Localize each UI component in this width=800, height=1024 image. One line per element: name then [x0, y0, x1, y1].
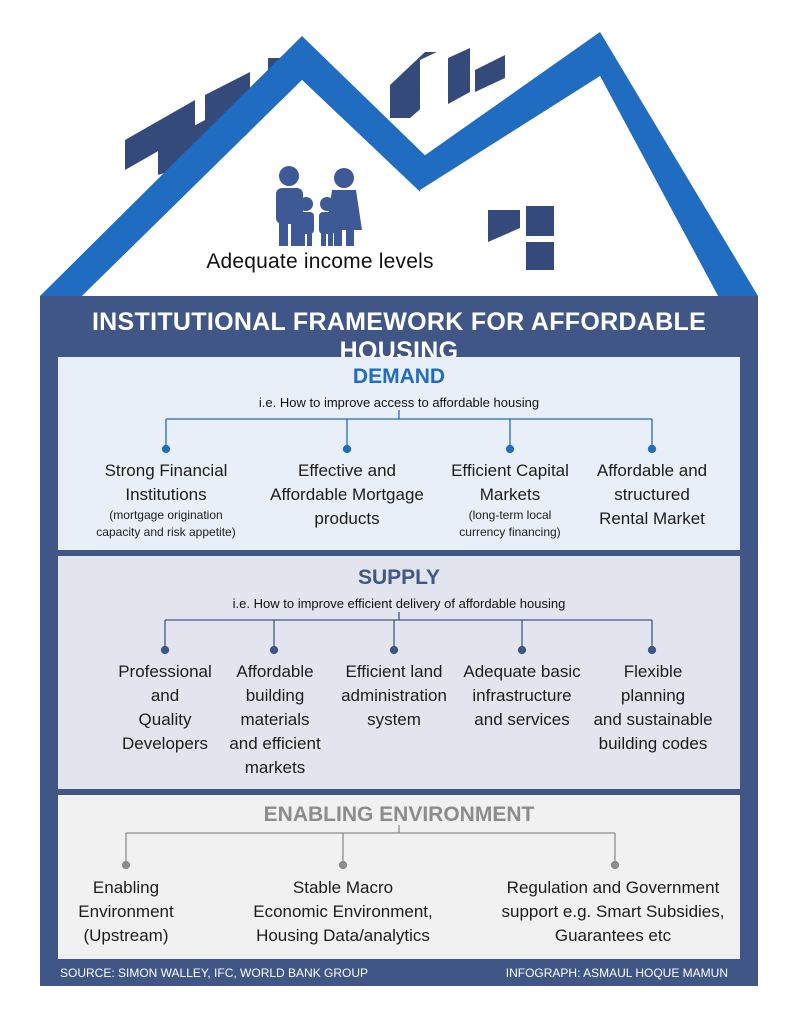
demand-node [505, 444, 515, 454]
supply-node [269, 645, 279, 655]
supply-node [160, 645, 170, 655]
supply-panel: SUPPLY i.e. How to improve efficient del… [58, 556, 740, 789]
window-icon [487, 206, 554, 270]
enabling-node [610, 860, 620, 870]
supply-connector-tree [160, 612, 657, 655]
demand-node [161, 444, 171, 454]
demand-node [647, 444, 657, 454]
demand-connector-tree [161, 410, 657, 454]
infograph-credit: INFOGRAPH: ASMAUL HOQUE MAMUN [505, 966, 728, 980]
demand-title: DEMAND [352, 365, 446, 388]
supply-node [647, 645, 657, 655]
enabling-connector-tree [121, 825, 620, 870]
roof-illustration [40, 32, 758, 296]
enabling-node [121, 860, 131, 870]
family-icon [276, 166, 362, 246]
source-credit: SOURCE: SIMON WALLEY, IFC, WORLD BANK GR… [60, 966, 369, 980]
supply-node [389, 645, 399, 655]
demand-subtitle: i.e. How to improve access to affordable… [258, 395, 540, 410]
income-levels-label: Adequate income levels [206, 250, 434, 273]
demand-panel: DEMAND i.e. How to improve access to aff… [58, 357, 740, 550]
enabling-title: ENABLING ENVIRONMENT [263, 803, 535, 826]
enabling-node [338, 860, 348, 870]
supply-title: SUPPLY [357, 566, 441, 589]
supply-subtitle: i.e. How to improve efficient delivery o… [232, 596, 566, 611]
supply-node [517, 645, 527, 655]
demand-node [342, 444, 352, 454]
